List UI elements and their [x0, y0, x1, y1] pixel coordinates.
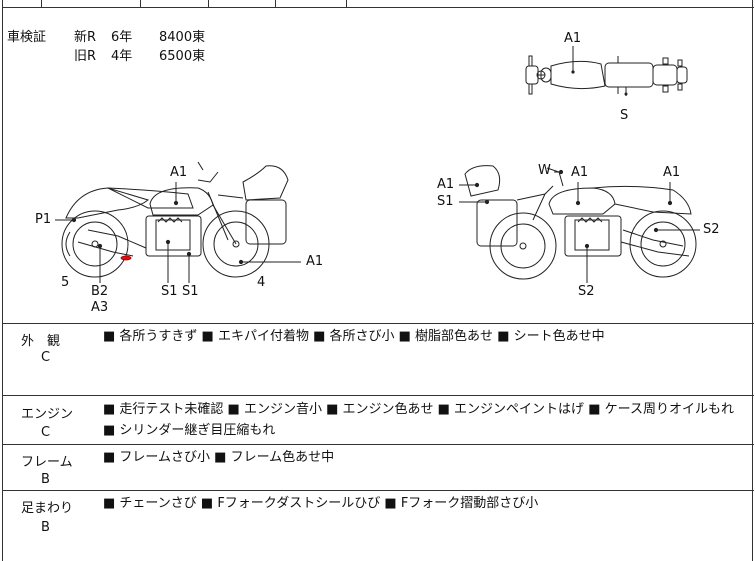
diagram-label-a1-left-right: A1 — [306, 254, 324, 269]
header-divider — [140, 0, 141, 7]
leader-line — [571, 46, 575, 74]
section-divider — [3, 323, 754, 324]
header-divider — [208, 0, 209, 7]
registration-new-years: 6年 — [111, 30, 133, 45]
diagram-label-s2-bottom: S2 — [578, 284, 595, 299]
diagram-label-p1: P1 — [35, 212, 52, 227]
diagram-label-5: 5 — [61, 275, 70, 290]
diagram-label-a1-right-right: A1 — [663, 165, 681, 180]
diagram-label-4: 4 — [257, 275, 266, 290]
header-divider — [275, 0, 276, 7]
diagram-label-s2-right: S2 — [703, 222, 720, 237]
diagram-label-a1: A1 — [564, 31, 582, 46]
diagram-label-a1-right-mid: A1 — [571, 165, 589, 180]
section-grade: C — [41, 425, 51, 440]
diagram-label-w: W — [538, 163, 551, 178]
section-title: 外 観 — [21, 334, 61, 349]
diagram-label-a1-right-left: A1 — [437, 177, 455, 192]
header-divider — [41, 0, 42, 7]
header-row-border — [3, 7, 754, 8]
diagram-label-a1-left-top: A1 — [170, 165, 188, 180]
section-text: ■ 各所うすきず ■ エキパイ付着物 ■ 各所さび小 ■ 樹脂部色あせ ■ シー… — [103, 329, 605, 344]
section-text: ■ フレームさび小 ■ フレーム色あせ中 — [103, 450, 335, 465]
section-divider — [3, 490, 754, 491]
diagram-label-b2: B2 — [91, 284, 109, 299]
registration-title: 車検証 — [7, 30, 47, 45]
leader-lines-right — [459, 169, 700, 283]
registration-new-amount: 8400東 — [159, 30, 206, 45]
section-title: エンジン — [21, 407, 74, 422]
motorcycle-left-side-diagram — [61, 161, 289, 278]
diagram-label-a3: A3 — [91, 300, 109, 315]
section-text: ■ 走行テスト未確認 ■ エンジン音小 ■ エンジン色あせ ■ エンジンペイント… — [103, 402, 734, 438]
registration-new-label: 新R — [74, 30, 97, 45]
diagram-label-s1-right: S1 — [437, 194, 454, 209]
leader-lines-left — [55, 182, 301, 283]
motorcycle-top-view-diagram — [525, 55, 688, 96]
section-title: 足まわり — [21, 501, 74, 516]
registration-old-label: 旧R — [74, 49, 97, 64]
section-divider — [3, 444, 754, 445]
diagram-label-s1-b: S1 — [182, 284, 199, 299]
section-grade: C — [41, 350, 51, 365]
section-divider — [3, 395, 754, 396]
section-grade: B — [41, 472, 50, 487]
section-title: フレーム — [21, 455, 73, 470]
diagram-label-s: S — [620, 108, 629, 123]
motorcycle-right-side-diagram — [464, 165, 697, 280]
header-divider — [346, 0, 347, 7]
registration-old-amount: 6500東 — [159, 49, 206, 64]
section-text: ■ チェーンさび ■ Fフォークダストシールひび ■ Fフォーク摺動部さび小 — [103, 496, 539, 511]
section-grade: B — [41, 520, 50, 535]
diagram-label-s1-a: S1 — [161, 284, 178, 299]
registration-old-years: 4年 — [111, 49, 133, 64]
